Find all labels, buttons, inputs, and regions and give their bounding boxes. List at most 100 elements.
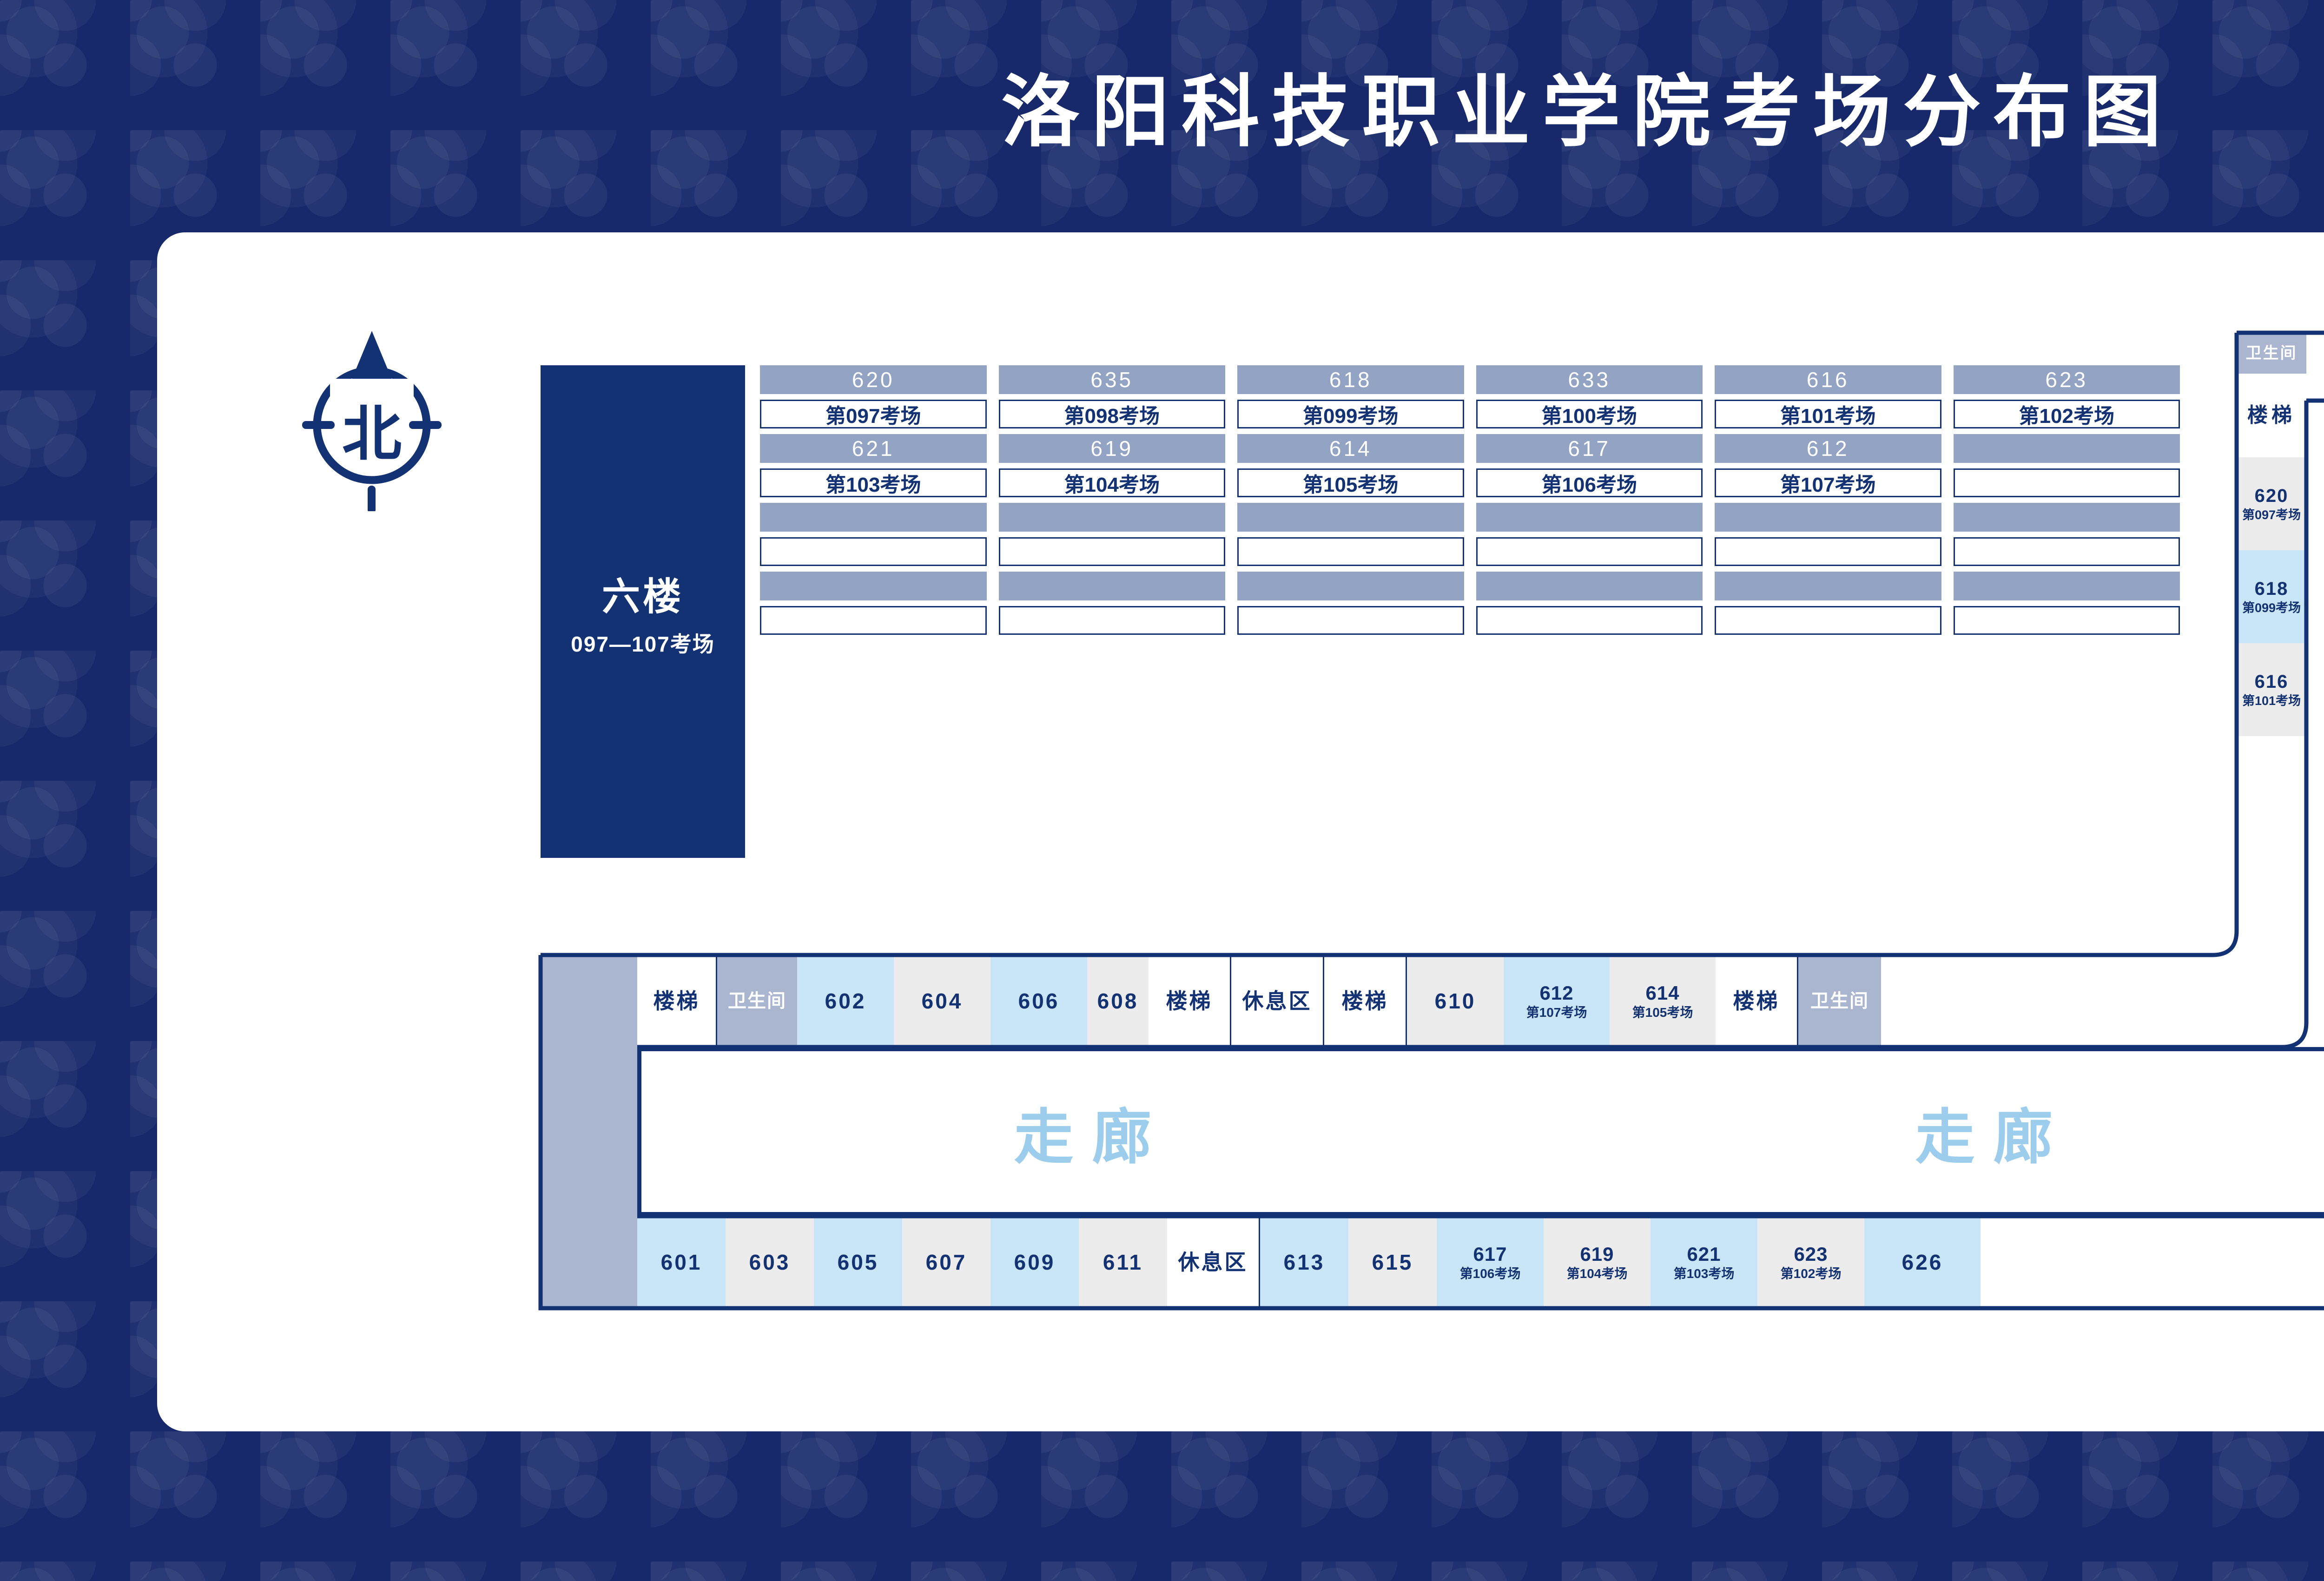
hroom-615: 615	[1348, 1216, 1437, 1308]
room-number: 618	[2254, 578, 2289, 599]
grid-room-number	[1476, 503, 1703, 532]
room-number: 607	[925, 1250, 967, 1274]
grid-room-number	[998, 503, 1225, 532]
compass-north-icon: 北	[274, 325, 469, 514]
room-number: 卫生间	[2245, 344, 2298, 362]
grid-room-number: 635	[998, 365, 1225, 394]
room-number: 614	[1645, 982, 1680, 1004]
hroom-休息区: 休息区	[1231, 955, 1324, 1047]
grid-exam-room: 第103考场	[760, 468, 987, 497]
hroom-楼梯: 楼梯	[1716, 955, 1798, 1047]
exam-room-number: 第105考场	[1632, 1005, 1693, 1020]
hroom-606: 606	[990, 955, 1087, 1047]
room-number: 626	[1901, 1250, 1943, 1274]
grid-exam-room	[1237, 606, 1464, 635]
hroom-608: 608	[1087, 955, 1149, 1047]
grid-exam-room: 第099考场	[1237, 400, 1464, 428]
room-number: 休息区	[1242, 988, 1312, 1013]
hroom-楼梯: 楼梯	[1149, 955, 1231, 1047]
grid-exam-room	[1715, 537, 1941, 566]
corridor-label-left: 走廊	[1014, 1104, 1170, 1171]
grid-exam-room: 第106考场	[1476, 468, 1703, 497]
room-number: 616	[2254, 671, 2289, 692]
room-number: 楼梯	[1166, 988, 1213, 1013]
exam-room-number: 第103考场	[1673, 1266, 1735, 1281]
grid-exam-room: 第100考场	[1476, 400, 1703, 428]
hroom-609: 609	[990, 1216, 1079, 1308]
grid-exam-room	[760, 537, 987, 566]
grid-exam-room: 第098考场	[998, 400, 1225, 428]
hroom-611: 611	[1079, 1216, 1167, 1308]
grid-exam-room	[1476, 606, 1703, 635]
grid-exam-room	[998, 606, 1225, 635]
vroom-楼梯: 楼梯	[2237, 374, 2306, 457]
room-number: 603	[749, 1250, 791, 1274]
compass-label: 北	[342, 401, 402, 468]
grid-exam-room: 第097考场	[760, 400, 987, 428]
exam-room-number: 第101考场	[2242, 693, 2301, 708]
hroom-610: 610	[1407, 955, 1504, 1047]
grid-room-number: 618	[1237, 365, 1464, 394]
grid-room-number: 621	[760, 434, 987, 463]
grid-exam-room	[1953, 468, 2180, 497]
room-number: 604	[921, 988, 963, 1013]
room-number: 卫生间	[728, 991, 786, 1011]
exam-room-number: 第104考场	[1566, 1266, 1628, 1281]
grid-exam-room: 第107考场	[1715, 468, 1941, 497]
grid-room-number	[1476, 572, 1703, 600]
room-number: 623	[1794, 1243, 1828, 1265]
grid-room-number	[1953, 572, 2180, 600]
hroom-601: 601	[637, 1216, 726, 1308]
grid-room-number: 620	[760, 365, 987, 394]
room-number: 621	[1687, 1243, 1721, 1265]
room-number: 615	[1372, 1250, 1413, 1274]
floor-label: 六楼	[601, 575, 684, 618]
grid-room-number: 616	[1715, 365, 1941, 394]
hroom-休息区: 休息区	[1167, 1216, 1260, 1308]
hroom-卫生间: 卫生间	[1798, 955, 1881, 1047]
room-number: 606	[1018, 988, 1060, 1013]
grid-exam-room	[1476, 537, 1703, 566]
grid-room-number	[760, 503, 987, 532]
room-number: 619	[1580, 1243, 1614, 1265]
page-title: 洛阳科技职业学院考场分布图	[1001, 68, 2173, 156]
grid-room-number: 612	[1715, 434, 1941, 463]
grid-room-number	[760, 572, 987, 600]
grid-exam-room	[998, 537, 1225, 566]
room-number: 楼梯	[2247, 404, 2296, 427]
exam-room-number: 第106考场	[1459, 1266, 1521, 1281]
hroom-613: 613	[1260, 1216, 1348, 1308]
horizontal-corridor: 走廊 走廊	[637, 1047, 2324, 1216]
grid-exam-room: 第105考场	[1237, 468, 1464, 497]
grid-exam-room: 第104考场	[998, 468, 1225, 497]
room-number: 605	[837, 1250, 879, 1274]
room-number: 609	[1014, 1250, 1056, 1274]
room-number: 611	[1103, 1250, 1143, 1274]
room-number: 楼梯	[1733, 988, 1780, 1013]
room-number: 608	[1097, 988, 1139, 1013]
grid-room-number	[1953, 434, 2180, 463]
room-number: 613	[1283, 1250, 1325, 1274]
horizontal-wing-end-block	[541, 955, 637, 1308]
grid-room-number: 617	[1476, 434, 1703, 463]
hroom-楼梯: 楼梯	[637, 955, 717, 1047]
hroom-626: 626	[1864, 1216, 1981, 1308]
grid-room-number	[1237, 503, 1464, 532]
grid-room-number: 623	[1953, 365, 2180, 394]
grid-room-number	[1715, 503, 1941, 532]
room-number: 612	[1539, 982, 1574, 1004]
room-number: 610	[1434, 988, 1476, 1013]
vroom-卫生间: 卫生间	[2237, 333, 2306, 374]
room-number: 休息区	[1178, 1250, 1248, 1274]
